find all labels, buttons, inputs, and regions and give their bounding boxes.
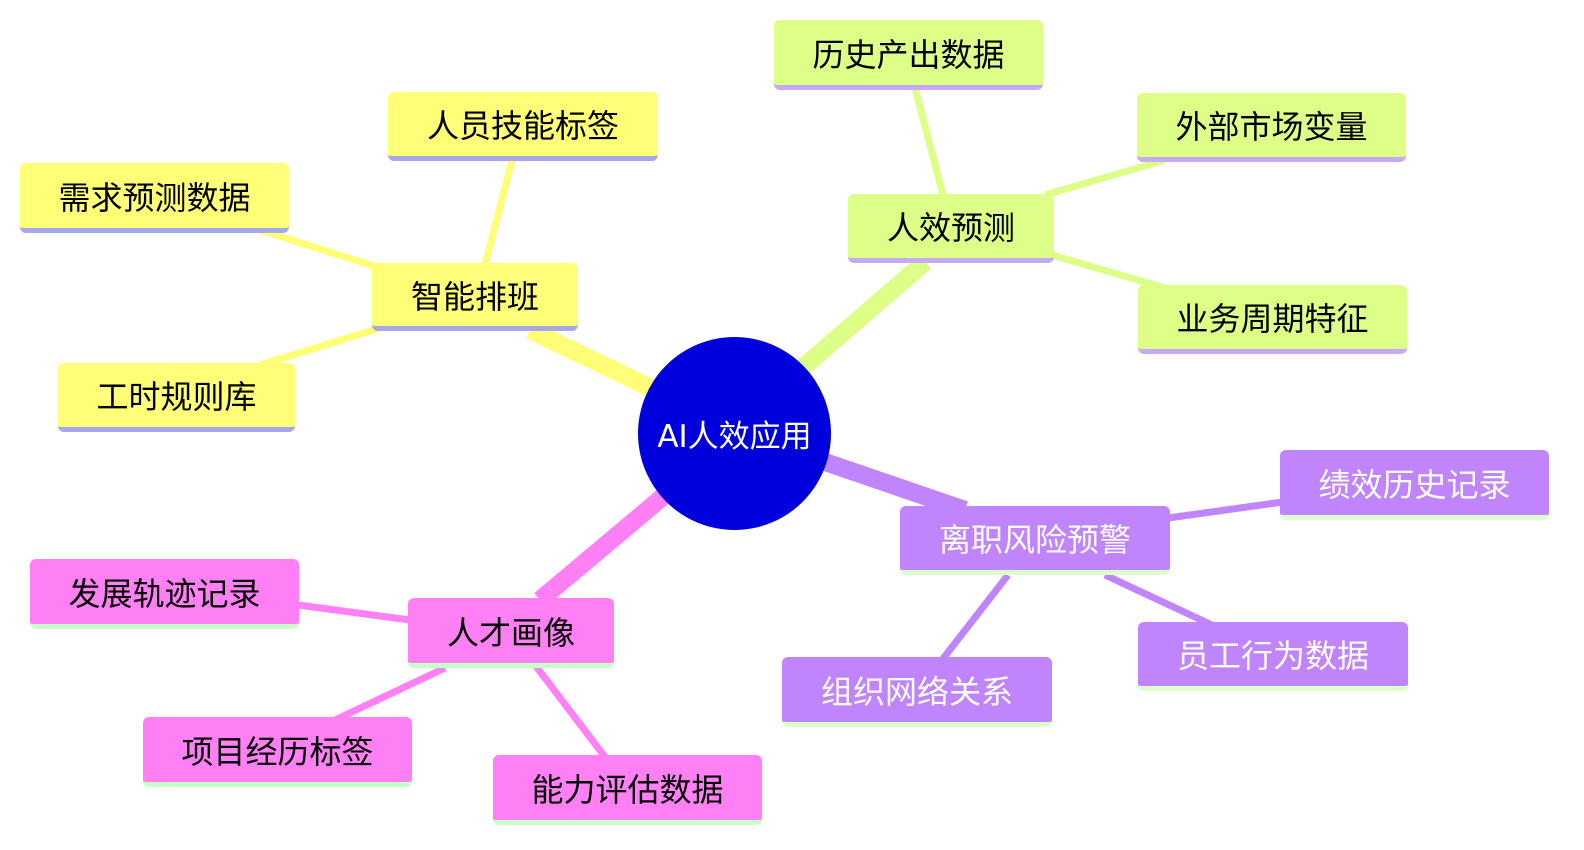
leaf-development-track: 发展轨迹记录 <box>30 559 299 629</box>
edge-root-talent-profile <box>534 488 671 607</box>
leaf-demand-forecast: 需求预测数据 <box>20 163 289 233</box>
edge-talent-project-tags <box>333 664 447 724</box>
leaf-project-tags: 项目经历标签 <box>143 717 412 787</box>
leaf-org-network: 组织网络关系 <box>782 657 1052 727</box>
leaf-business-cycle: 业务周期特征 <box>1138 285 1407 354</box>
edge-root-effectiveness-prediction <box>794 255 931 377</box>
leaf-work-hour-rules: 工时规则库 <box>58 363 295 432</box>
edge-turnover-behavior-data <box>1103 571 1214 629</box>
edge-prediction-historical-output <box>911 87 947 196</box>
branch-smart-scheduling: 智能排班 <box>372 263 578 331</box>
edge-prediction-market-variables <box>1044 156 1166 199</box>
center-node: AI人效应用 <box>638 337 831 530</box>
edge-talent-ability-assessment <box>532 662 608 760</box>
leaf-behavior-data: 员工行为数据 <box>1138 622 1408 691</box>
edge-scheduling-work-hour-rules <box>258 324 382 369</box>
branch-turnover-risk: 离职风险预警 <box>900 506 1170 575</box>
edge-root-turnover-risk <box>822 453 968 519</box>
edge-root-smart-scheduling <box>526 321 659 399</box>
edge-scheduling-demand-forecast <box>258 226 382 272</box>
leaf-ability-assessment: 能力评估数据 <box>493 755 762 825</box>
leaf-performance-history: 绩效历史记录 <box>1280 450 1549 520</box>
edge-turnover-org-network <box>939 572 1011 663</box>
branch-effectiveness-prediction: 人效预测 <box>848 194 1054 263</box>
edge-scheduling-skill-tags <box>481 159 516 266</box>
leaf-market-variables: 外部市场变量 <box>1137 93 1406 162</box>
leaf-historical-output: 历史产出数据 <box>774 20 1043 90</box>
leaf-skill-tags: 人员技能标签 <box>388 92 658 161</box>
edge-turnover-performance-history <box>1167 498 1284 522</box>
edge-prediction-business-cycle <box>1051 251 1166 292</box>
edge-talent-development-track <box>297 601 411 624</box>
branch-talent-profile: 人才画像 <box>408 598 614 668</box>
